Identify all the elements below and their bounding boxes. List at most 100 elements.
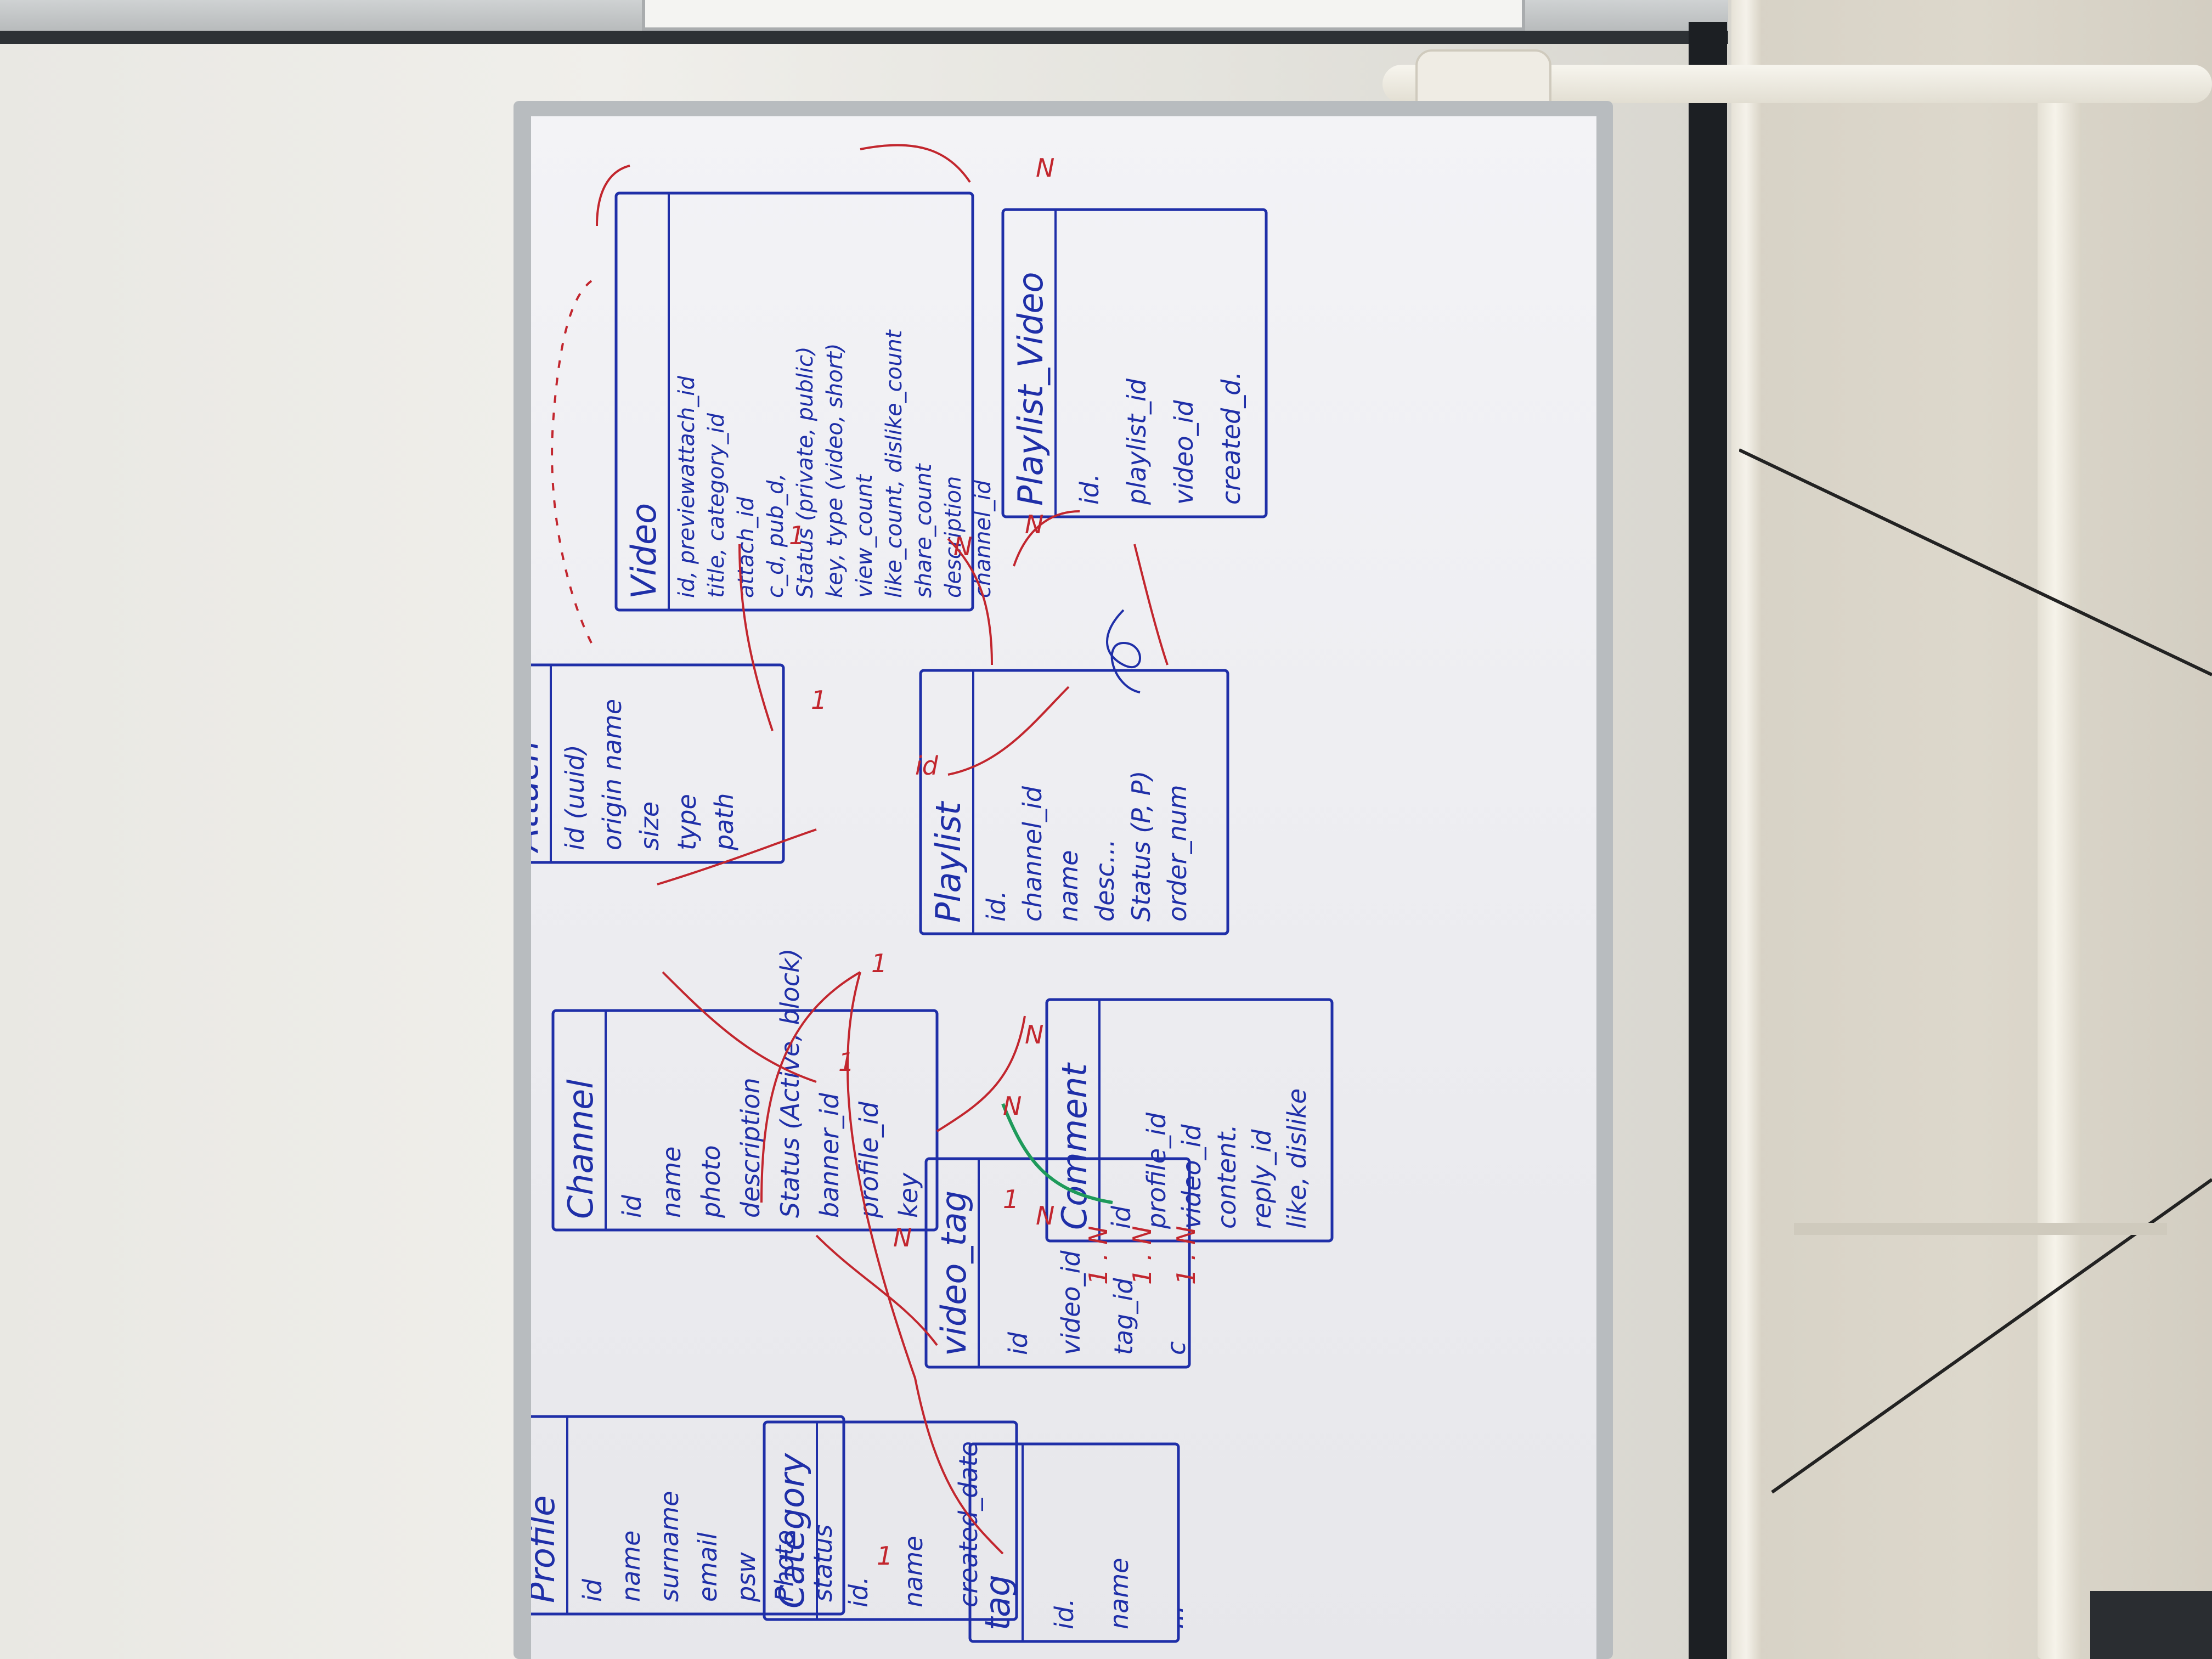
- entity-playlist-field: id.: [981, 890, 1011, 922]
- entity-video-field: description: [941, 476, 966, 598]
- entity-channel-field: name: [657, 1147, 686, 1218]
- entity-channel-field: profile_id: [854, 1101, 884, 1218]
- dashed-relationship: [551, 280, 592, 644]
- relationship-line: [1013, 510, 1080, 567]
- entity-comment-field: like, dislike: [1282, 1088, 1312, 1229]
- entity-category-field: id.: [844, 1576, 873, 1607]
- entity-video-field: Status (private, public): [793, 346, 818, 598]
- relationship-line: [947, 686, 1070, 776]
- entity-attach-field: path: [709, 793, 739, 851]
- entity-playlist-box: [919, 669, 1229, 935]
- wall-pipe-vertical: [1731, 0, 1761, 1659]
- entity-video-field: key, type (video, short): [822, 343, 848, 598]
- entity-playlist_video-box: [1001, 208, 1268, 518]
- entity-playlist-field: name: [1054, 850, 1084, 922]
- entity-video-field: id, previewattach_id: [674, 376, 699, 598]
- entity-channel-box: [551, 1009, 939, 1232]
- entity-video-field: share_count: [911, 463, 936, 598]
- entity-video_tag-title: video_tag: [934, 1190, 974, 1356]
- relationship-line: [760, 971, 861, 1203]
- entity-playlist_video-title: Playlist_Video: [1011, 272, 1051, 506]
- cardinality-many: N: [1025, 1020, 1043, 1049]
- signature-scribble: [1106, 609, 1141, 693]
- entity-video-field: attach_id: [733, 496, 759, 598]
- cardinality-many: N: [1025, 510, 1043, 539]
- entity-tag-box: [968, 1442, 1180, 1643]
- relationship-line: [1133, 544, 1169, 665]
- entity-channel-field: key: [894, 1172, 923, 1218]
- entity-video-field: c_d, pub_d,: [763, 473, 788, 598]
- comment-cardinality: 1 . N: [1127, 1226, 1157, 1285]
- entity-playlist_video-field: playlist_id: [1122, 378, 1152, 505]
- entity-profile-field: psw: [731, 1552, 761, 1602]
- relationship-line: [657, 828, 817, 885]
- cardinality-one: 1: [811, 685, 827, 715]
- entity-comment-field: content.: [1212, 1124, 1242, 1229]
- cardinality-one: 1: [838, 1047, 854, 1077]
- wall-diagonal-lines: [1739, 448, 2212, 1659]
- entity-video-field: like_count, dislike_count: [882, 329, 907, 598]
- entity-tag-field: id.: [1049, 1598, 1079, 1629]
- relationship-line: [815, 1234, 938, 1346]
- entity-profile-field: surname: [654, 1491, 684, 1602]
- entity-comment-field: video_id: [1177, 1124, 1206, 1229]
- entity-attach-field: type: [672, 794, 702, 850]
- relationship-line: [738, 544, 774, 731]
- entity-video_tag-field: tag_id: [1109, 1278, 1138, 1355]
- entity-playlist-field: desc...: [1090, 839, 1120, 922]
- entity-channel-field: description: [736, 1077, 765, 1218]
- comment-cardinality: 1 . N: [1171, 1226, 1201, 1285]
- cardinality-many: N: [1003, 1091, 1022, 1121]
- device-corner: [2090, 1591, 2212, 1659]
- entity-category-field: created_date: [953, 1441, 983, 1607]
- entity-profile-field: status: [808, 1525, 838, 1602]
- entity-video-box: [614, 191, 974, 612]
- entity-category-field: name: [899, 1536, 928, 1607]
- entity-attach-field: origin name: [597, 699, 627, 850]
- cardinality-one: 1: [871, 949, 887, 978]
- diagonal-line: [1739, 448, 2212, 676]
- entity-category-box: [763, 1420, 1018, 1621]
- cardinality-id_note: id: [915, 751, 939, 781]
- entity-comment-title: Comment: [1054, 1062, 1094, 1230]
- entity-video-field: view_count: [852, 474, 877, 598]
- entity-comment-field: id: [1107, 1205, 1136, 1229]
- relationship-line: [596, 165, 630, 227]
- entity-profile-field: email: [693, 1532, 723, 1602]
- entity-attach-field: id (uuid): [560, 744, 590, 850]
- entity-profile-field: name: [616, 1531, 646, 1602]
- entity-tag-title: tag: [978, 1575, 1018, 1630]
- entity-profile-field: id: [578, 1578, 607, 1602]
- entity-channel-field: id: [617, 1194, 647, 1218]
- comment-cardinality: 1 . N: [1084, 1226, 1113, 1285]
- cardinality-many: N: [953, 532, 972, 561]
- entity-channel-field: Status (Active, block): [775, 949, 805, 1218]
- cardinality-many: N: [893, 1223, 912, 1252]
- entity-video-field: channel_id: [970, 480, 996, 598]
- upper-frame: [642, 0, 1525, 31]
- relationship-line: [947, 538, 993, 665]
- entity-attach-field: size: [635, 802, 664, 850]
- entity-comment-box: [1045, 998, 1334, 1243]
- entity-video_tag-field: id: [1003, 1331, 1033, 1355]
- entity-tag-field: ...: [1159, 1605, 1189, 1629]
- cardinality-many: N: [1036, 153, 1054, 183]
- green-arc: [1001, 1103, 1113, 1204]
- entity-video_tag-field: c: [1161, 1341, 1191, 1355]
- entity-playlist-field: Status (P, P): [1126, 771, 1156, 922]
- relationship-line: [662, 971, 817, 1083]
- entity-video-title: Video: [624, 503, 664, 599]
- pipe-vertical: [2038, 82, 2081, 1659]
- cardinality-one: 1: [1003, 1184, 1019, 1214]
- entity-playlist-title: Playlist: [928, 800, 968, 923]
